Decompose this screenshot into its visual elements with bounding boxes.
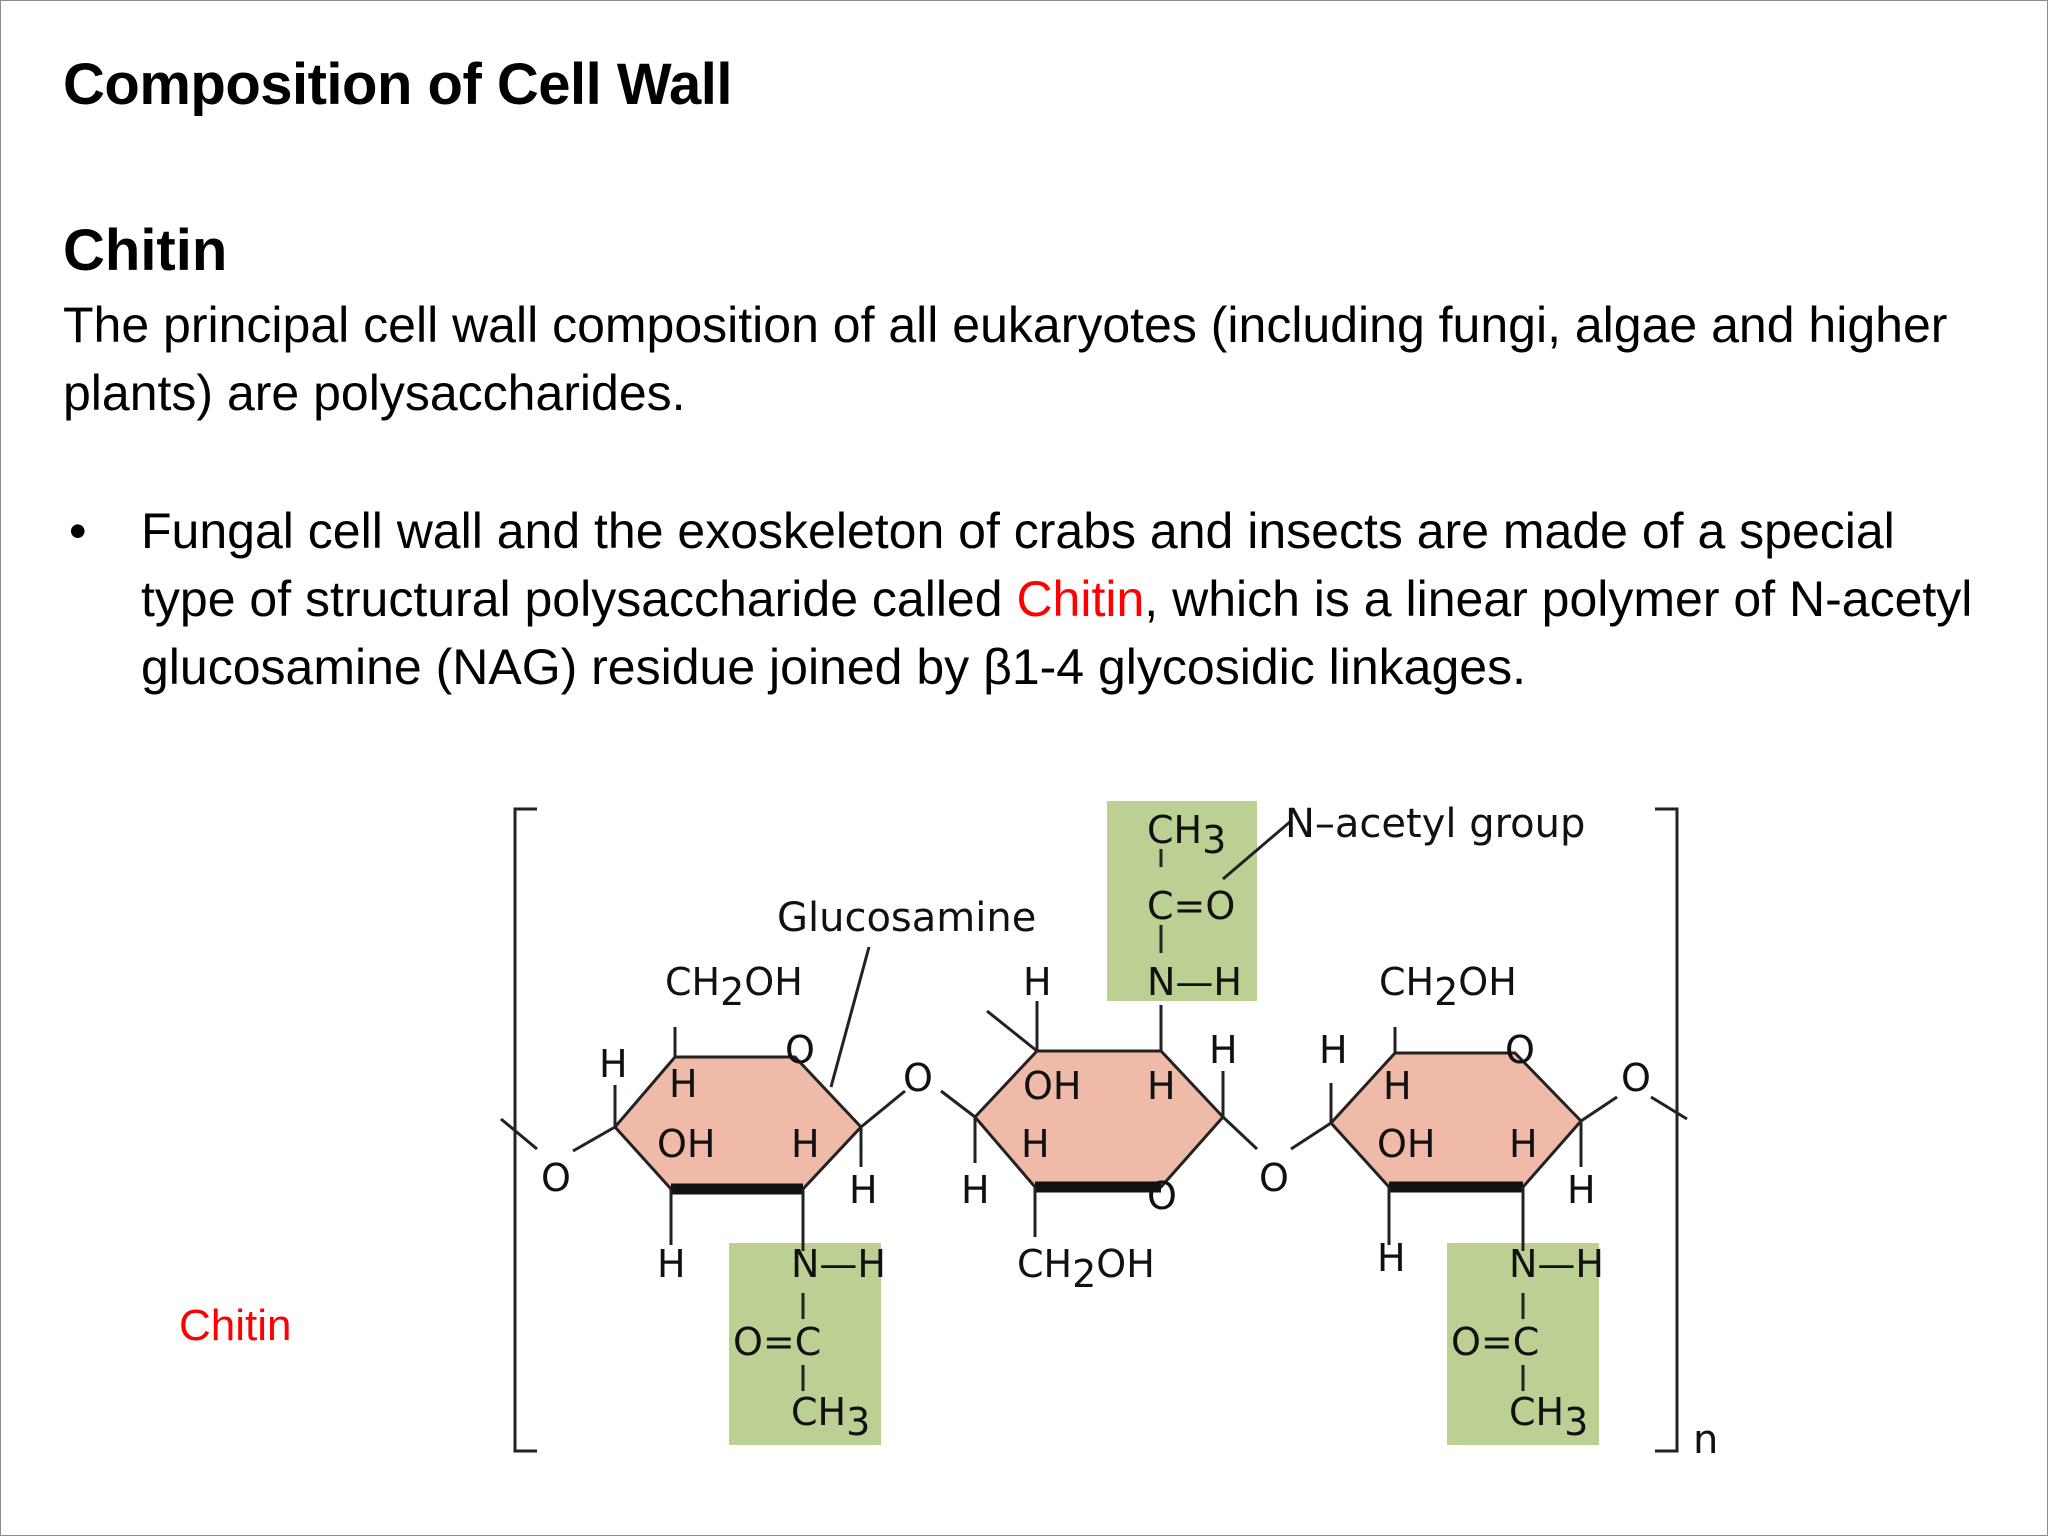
sugar-ring-1: [613, 1055, 864, 1191]
repeat-bracket-right: [1655, 807, 1679, 1453]
ring-2-h-c1: H: [1209, 1028, 1238, 1072]
acetyl-box-top: [1107, 801, 1257, 1001]
ring-2-n-h: N—H: [1147, 960, 1242, 1004]
ring-3-h-c4: H: [1383, 1064, 1412, 1108]
ring-2-methyl: CH3: [1147, 808, 1226, 862]
ring-1-h-c5: H: [599, 1042, 628, 1086]
ring-1-carbonyl: O=C: [733, 1320, 821, 1364]
ring-3-h-c3: H: [1377, 1236, 1406, 1280]
ring-3-n-h: N—H: [1509, 1242, 1604, 1286]
bullet-text-start: Fungal cell wall and the exoskeleton of …: [141, 503, 1895, 627]
slide-title: Composition of Cell Wall: [63, 52, 732, 117]
glucosamine-label: Glucosamine: [777, 895, 1036, 941]
ring-2-h-c2: H: [1147, 1064, 1176, 1108]
ring-3-oxygen: O: [1505, 1028, 1535, 1072]
glycosidic-oxygen-1: O: [541, 1156, 571, 1200]
acetyl-box-right: [1447, 1243, 1599, 1445]
ring-1-n-h: N—H: [791, 1242, 886, 1286]
repeat-subscript: n: [1693, 1417, 1718, 1463]
ring-3-h-c5: H: [1319, 1028, 1348, 1072]
glycosidic-oxygen-4: O: [1621, 1056, 1651, 1100]
ring-2-ch2oh: CH2OH: [1017, 1242, 1155, 1296]
ring-2-h-top: H: [1023, 960, 1052, 1004]
n-acetyl-group-label: N–acetyl group: [1285, 801, 1585, 847]
repeat-bracket-left: [513, 807, 537, 1453]
ring-3-h-c2: H: [1509, 1122, 1538, 1166]
ring-2-oh: OH: [1023, 1064, 1081, 1108]
highlighted-term: Chitin: [1016, 571, 1145, 627]
ring-3-oh: OH: [1377, 1122, 1435, 1166]
section-heading: Chitin: [63, 218, 228, 283]
ring-1-h-c1: H: [849, 1168, 878, 1212]
ring-1-oxygen: O: [785, 1028, 815, 1072]
ring-3-methyl: CH3: [1509, 1390, 1588, 1444]
ring-2-oxygen: O: [1147, 1174, 1177, 1218]
ring-1-methyl: CH3: [791, 1390, 870, 1444]
sugar-ring-3: [1328, 1051, 1584, 1189]
glycosidic-oxygen-3: O: [1259, 1156, 1289, 1200]
bullet-marker: •: [69, 503, 87, 559]
ring-2-h-c4: H: [1021, 1122, 1050, 1166]
bullet-text: Fungal cell wall and the exoskeleton of …: [141, 497, 2003, 701]
ring-3-carbonyl: O=C: [1451, 1320, 1539, 1364]
ring-1-h-c4: H: [669, 1062, 698, 1106]
ring-3-h-c1: H: [1567, 1168, 1596, 1212]
ring-1-oh: OH: [657, 1122, 715, 1166]
glycosidic-oxygen-2: O: [903, 1056, 933, 1100]
acetyl-box-left: [729, 1243, 881, 1445]
ring-3-ch2oh: CH2OH: [1379, 960, 1517, 1014]
sugar-ring-2: [972, 1049, 1226, 1189]
ring-1-ch2oh: CH2OH: [665, 960, 803, 1014]
chitin-caption: Chitin: [179, 1301, 292, 1350]
ring-1-h-c3: H: [657, 1242, 686, 1286]
ring-1-h-c2: H: [791, 1122, 820, 1166]
ring-2-carbonyl: C=O: [1147, 884, 1235, 928]
intro-paragraph: The principal cell wall composition of a…: [63, 297, 1948, 421]
bond-lines: [500, 819, 1688, 1391]
ring-2-h-c5: H: [961, 1168, 990, 1212]
bullet-text-end: , which is a linear polymer of N-acetyl …: [141, 571, 1973, 695]
